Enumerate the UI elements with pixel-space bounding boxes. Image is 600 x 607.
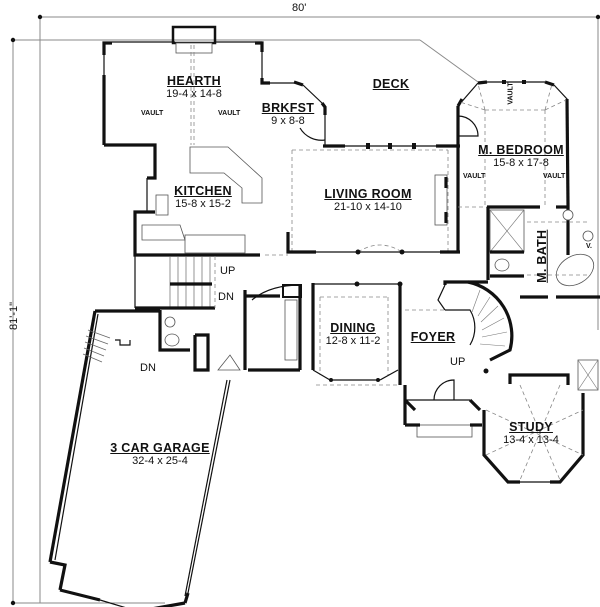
room-size: 19-4 x 14-8 <box>166 87 222 100</box>
room-hearth: HEARTH 19-4 x 14-8 <box>154 75 234 100</box>
garage-stair-down-label: DN <box>140 362 156 374</box>
room-study: STUDY 13-4 x 13-4 <box>496 421 566 446</box>
vault-note-hearth-right: VAULT <box>218 110 241 117</box>
brkfst-walls <box>260 78 327 145</box>
room-size: 21-10 x 14-10 <box>334 200 402 213</box>
vent-note-bath: V. <box>586 243 592 250</box>
room-dining: DINING 12-8 x 11-2 <box>318 322 388 347</box>
room-name: DECK <box>372 77 410 91</box>
m-bath-walls <box>486 205 600 299</box>
room-size: 12-8 x 11-2 <box>325 334 381 347</box>
room-size: 15-8 x 15-2 <box>175 197 231 210</box>
room-garage: 3 CAR GARAGE 32-4 x 25-4 <box>100 442 220 467</box>
kitchen-walls <box>104 143 288 257</box>
room-name: STUDY <box>509 420 553 434</box>
room-kitchen: KITCHEN 15-8 x 15-2 <box>168 185 238 210</box>
room-size: 32-4 x 25-4 <box>132 454 188 467</box>
study-walls <box>482 359 599 484</box>
room-name: KITCHEN <box>174 184 232 198</box>
room-name: LIVING ROOM <box>324 187 412 201</box>
stairs <box>134 255 216 310</box>
room-foyer: FOYER <box>408 331 458 344</box>
room-living-room: LIVING ROOM 21-10 x 14-10 <box>318 188 418 213</box>
room-name: M. BEDROOM <box>478 143 564 157</box>
overall-depth-label: 81'-1" <box>8 301 20 331</box>
vault-note-bedroom-top: VAULT <box>507 82 515 105</box>
room-size: 13-4 x 13-4 <box>503 433 559 446</box>
vault-note-hearth-left: VAULT <box>141 110 164 117</box>
room-size: 15-8 x 17-8 <box>493 156 549 169</box>
room-brkfst: BRKFST 9 x 8-8 <box>258 102 318 127</box>
room-m-bedroom: M. BEDROOM 15-8 x 17-8 <box>466 144 576 169</box>
room-name: 3 CAR GARAGE <box>110 441 210 455</box>
stair-up-label: UP <box>220 265 236 277</box>
vault-note-bedroom-left: VAULT <box>463 173 486 180</box>
room-name: BRKFST <box>261 101 315 115</box>
vault-note-bedroom-right: VAULT <box>543 173 566 180</box>
room-deck: DECK <box>366 78 416 91</box>
living-room-walls <box>286 143 460 255</box>
hearth-walls <box>102 25 264 145</box>
center-service-walls <box>158 284 302 372</box>
foyer-stair-up-label: UP <box>450 356 466 368</box>
room-name: M. BATH <box>534 229 549 283</box>
room-name: FOYER <box>410 330 456 344</box>
foyer-walls <box>403 280 514 438</box>
dimension-lines <box>10 14 600 606</box>
room-size: 9 x 8-8 <box>271 114 305 127</box>
room-m-bath: M. BATH <box>534 226 549 286</box>
overall-width-label: 80' <box>292 2 307 14</box>
stair-down-label: DN <box>218 291 234 303</box>
room-name: DINING <box>330 321 376 335</box>
dining-walls <box>311 281 403 386</box>
m-bedroom-walls <box>456 80 570 252</box>
room-name: HEARTH <box>167 74 221 88</box>
garage-walls <box>48 309 231 607</box>
